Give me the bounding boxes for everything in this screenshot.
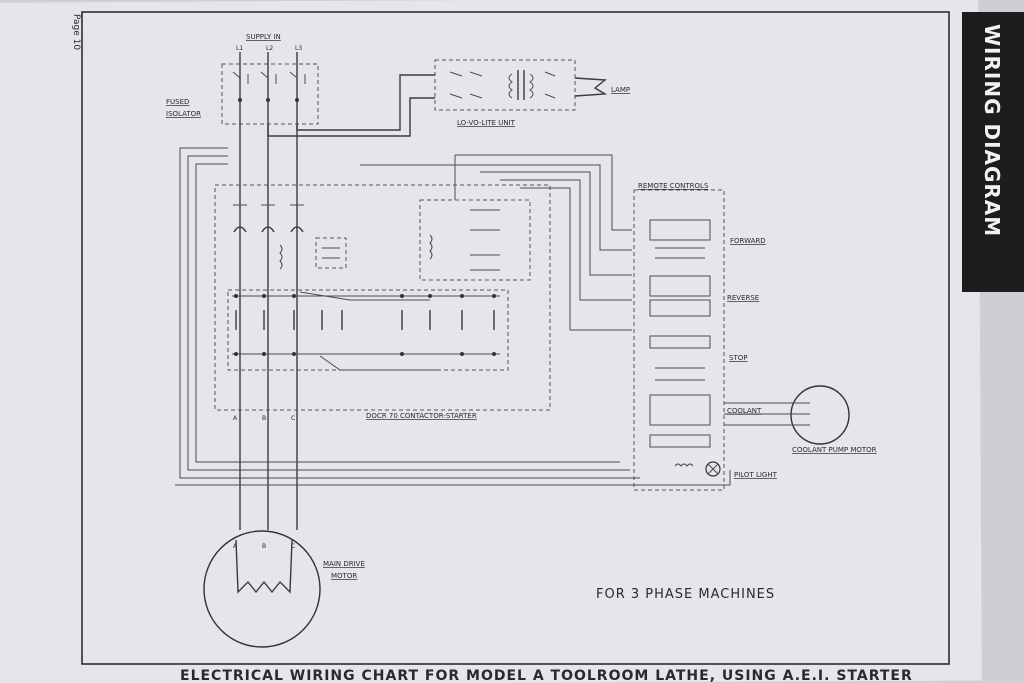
line-b-label: B: [262, 415, 266, 422]
motor-label: MOTOR: [331, 572, 357, 580]
contactor-starter: [214, 184, 551, 411]
pilot-light-symbol: [674, 461, 721, 477]
phase-note: FOR 3 PHASE MACHINES: [596, 587, 775, 602]
line-c-label: C: [291, 415, 295, 422]
line-a-label: A: [233, 415, 238, 422]
stop-label: STOP: [729, 354, 747, 362]
motor-terminal-c: C: [291, 543, 295, 550]
isolator-label: ISOLATOR: [166, 110, 201, 118]
forward-label: FORWARD: [730, 237, 766, 245]
coolant-pump-motor-label: COOLANT PUMP MOTOR: [792, 446, 877, 454]
phase-l2-label: L2: [266, 45, 273, 52]
remote-controls-station: [633, 189, 725, 491]
supply-in-label: SUPPLY IN: [246, 33, 281, 41]
page-number: Page 10: [71, 14, 81, 50]
main-drive-label: MAIN DRIVE: [323, 560, 365, 568]
motor-terminal-b: B: [262, 543, 266, 550]
diagram-border: [81, 11, 950, 665]
contactor-starter-label: DOCR 70 CONTACTOR-STARTER: [366, 412, 477, 420]
lo-vo-lite-unit: [434, 59, 608, 111]
remote-controls-label: REMOTE CONTROLS: [638, 182, 709, 190]
lo-vo-lite-label: LO-VO-LITE UNIT: [457, 119, 516, 127]
banner-box: [962, 12, 1024, 292]
phase-l1-label: L1: [236, 45, 243, 52]
main-drive-motor-symbol: [203, 530, 321, 648]
fused-label: FUSED: [166, 98, 189, 106]
pilot-light-label: PILOT LIGHT: [734, 471, 778, 479]
coolant-label: COOLANT: [727, 407, 762, 415]
reverse-label: REVERSE: [727, 294, 759, 302]
lamp-label: LAMP: [611, 86, 630, 94]
motor-terminal-a: A: [233, 543, 238, 550]
phase-l3-label: L3: [295, 45, 302, 52]
coolant-pump-motor-symbol: [724, 385, 850, 445]
paper-sheet: [0, 0, 982, 683]
chart-caption: ELECTRICAL WIRING CHART FOR MODEL A TOOL…: [180, 668, 913, 683]
banner-title: WIRING DIAGRAM: [980, 24, 1004, 237]
